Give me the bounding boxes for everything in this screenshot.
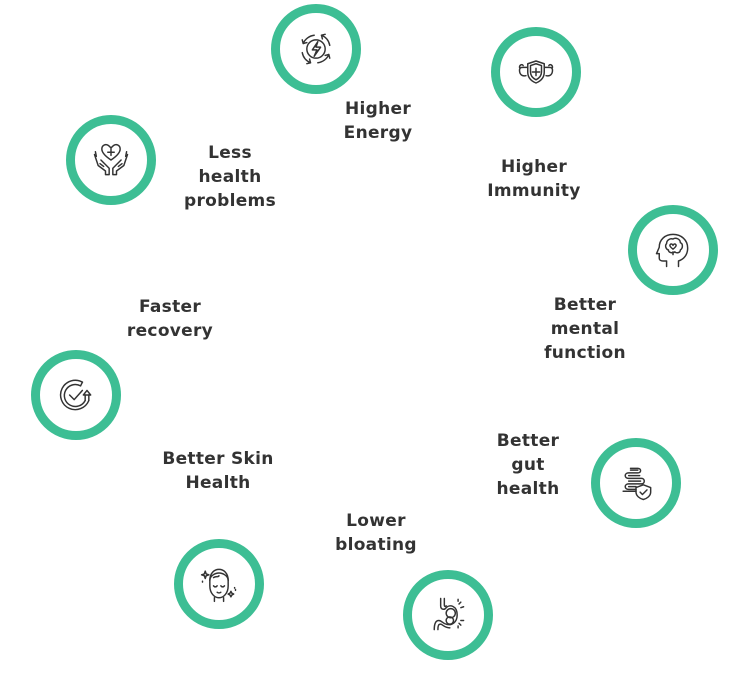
benefit-label-lower-bloating: Lower bloating: [335, 511, 417, 555]
face-skin-icon: [200, 568, 237, 603]
benefit-circle-mental-function: [628, 205, 718, 295]
recovery-check-icon: [59, 379, 92, 411]
benefit-circle-faster-recovery: [31, 350, 121, 440]
gut-shield-icon: [622, 467, 652, 501]
benefit-circle-lower-bloating: [403, 570, 493, 660]
benefit-label-energy: Higher Energy: [343, 99, 413, 143]
head-brain-icon: [655, 233, 689, 268]
benefit-circle-energy: [271, 4, 361, 94]
benefit-label-less-health-problems: Less health problems: [184, 143, 276, 211]
benefit-label-immunity: Higher Immunity: [487, 157, 581, 201]
benefit-label-gut-health: Better gut health: [496, 431, 560, 499]
benefit-label-skin-health: Better Skin Health: [162, 449, 274, 493]
benefit-label-mental-function: Better mental function: [544, 295, 626, 363]
immunity-shield-icon: [518, 60, 554, 84]
stomach-icon: [433, 597, 465, 631]
benefit-circle-gut-health: [591, 438, 681, 528]
benefit-label-faster-recovery: Faster recovery: [126, 297, 214, 341]
energy-cycle-icon: [301, 33, 331, 65]
benefit-circle-less-health-problems: [66, 115, 156, 205]
hands-heart-icon: [93, 143, 129, 176]
benefit-circle-skin-health: [174, 539, 264, 629]
benefit-circle-immunity: [491, 27, 581, 117]
